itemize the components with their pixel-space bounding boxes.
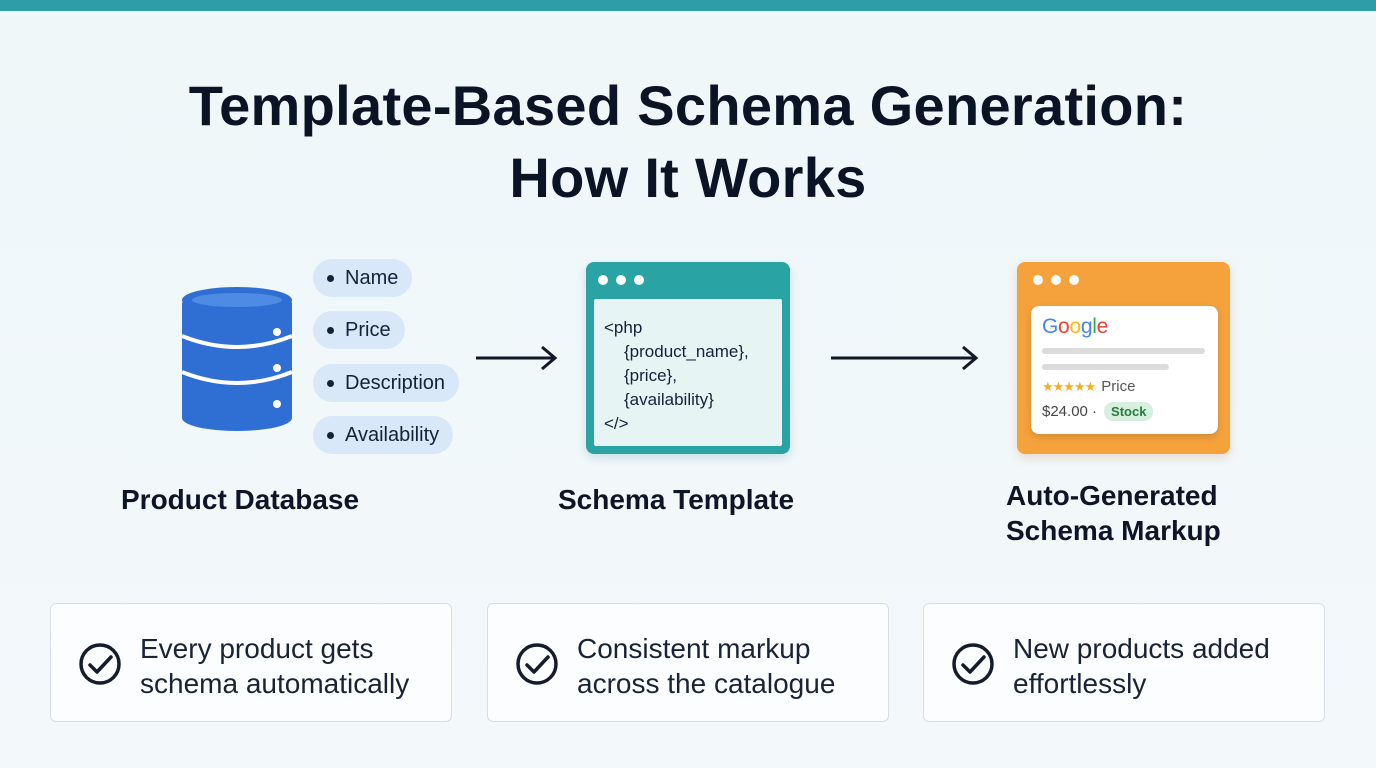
check-circle-icon	[952, 643, 994, 685]
benefit-text: Consistent markup across the catalogue	[577, 631, 835, 701]
template-label: Schema Template	[558, 484, 795, 515]
benefit-line: New products added	[1013, 633, 1270, 664]
price-value: $24.00 ·	[1042, 403, 1098, 420]
benefit-card-effortless: New products added effortlessly	[923, 603, 1325, 722]
field-label: Price	[345, 318, 391, 341]
title-line-2: How It Works	[509, 146, 867, 209]
result-label: Auto-Generated Schema Markup	[1006, 478, 1221, 548]
benefit-card-automatic: Every product gets schema automatically	[50, 603, 452, 722]
window-dots-icon	[598, 275, 644, 285]
bullet-icon	[327, 379, 334, 387]
field-pill-price: Price	[313, 311, 405, 349]
search-engine-logo: Google	[1042, 315, 1108, 339]
database-icon	[181, 287, 293, 431]
code-line: <php	[604, 318, 643, 337]
logo-letter: l	[1092, 315, 1097, 338]
logo-letter: o	[1058, 315, 1070, 338]
result-label-line-2: Schema Markup	[1006, 515, 1221, 546]
check-circle-icon	[79, 643, 121, 685]
page-title: Template-Based Schema Generation: How It…	[0, 70, 1376, 214]
code-line: </>	[604, 414, 629, 433]
title-line-1: Template-Based Schema Generation:	[188, 74, 1188, 137]
benefit-card-consistent: Consistent markup across the catalogue	[487, 603, 889, 722]
logo-letter: o	[1069, 315, 1081, 338]
template-window: <php {product_name}, {price}, {availabil…	[586, 262, 790, 454]
code-line: {availability}	[624, 390, 714, 409]
logo-letter: G	[1042, 315, 1059, 338]
bullet-icon	[327, 274, 334, 282]
benefit-text: New products added effortlessly	[1013, 631, 1270, 701]
code-line: {product_name},	[624, 342, 749, 361]
placeholder-line	[1042, 348, 1205, 354]
bullet-icon	[327, 431, 334, 439]
price-row: $24.00 · Stock	[1042, 402, 1154, 421]
benefit-line: Consistent markup	[577, 633, 811, 664]
bullet-icon	[327, 326, 334, 334]
top-accent-bar	[0, 0, 1376, 11]
placeholder-line	[1042, 364, 1169, 370]
benefit-line: schema automatically	[140, 668, 410, 699]
rating-label: Price	[1101, 378, 1136, 395]
benefit-text: Every product gets schema automatically	[140, 631, 409, 701]
logo-letter: g	[1080, 315, 1093, 338]
field-label: Name	[345, 266, 399, 289]
database-label: Product Database	[121, 484, 360, 515]
star-icon: ★★★★★	[1042, 378, 1096, 394]
benefit-line: across the catalogue	[577, 668, 836, 699]
rating-row: ★★★★★ Price	[1042, 378, 1135, 395]
search-result-card: Google ★★★★★ Price $24.00 · Stock	[1031, 306, 1218, 434]
check-circle-icon	[516, 643, 558, 685]
code-line: {price},	[624, 366, 677, 385]
benefit-line: Every product gets	[140, 633, 374, 664]
arrow-right-icon	[831, 345, 979, 371]
result-label-line-1: Auto-Generated	[1006, 480, 1218, 511]
field-pill-description: Description	[313, 364, 460, 402]
window-dots-icon	[1033, 275, 1079, 285]
result-window: Google ★★★★★ Price $24.00 · Stock	[1017, 262, 1230, 454]
logo-letter: e	[1096, 315, 1109, 338]
field-label: Availability	[345, 423, 440, 446]
stock-badge: Stock	[1104, 402, 1154, 421]
template-code: <php {product_name}, {price}, {availabil…	[594, 299, 782, 446]
arrow-right-icon	[476, 345, 558, 371]
field-pill-availability: Availability	[313, 416, 454, 454]
benefit-line: effortlessly	[1013, 668, 1147, 699]
field-label: Description	[345, 371, 446, 394]
field-pill-name: Name	[313, 259, 413, 297]
